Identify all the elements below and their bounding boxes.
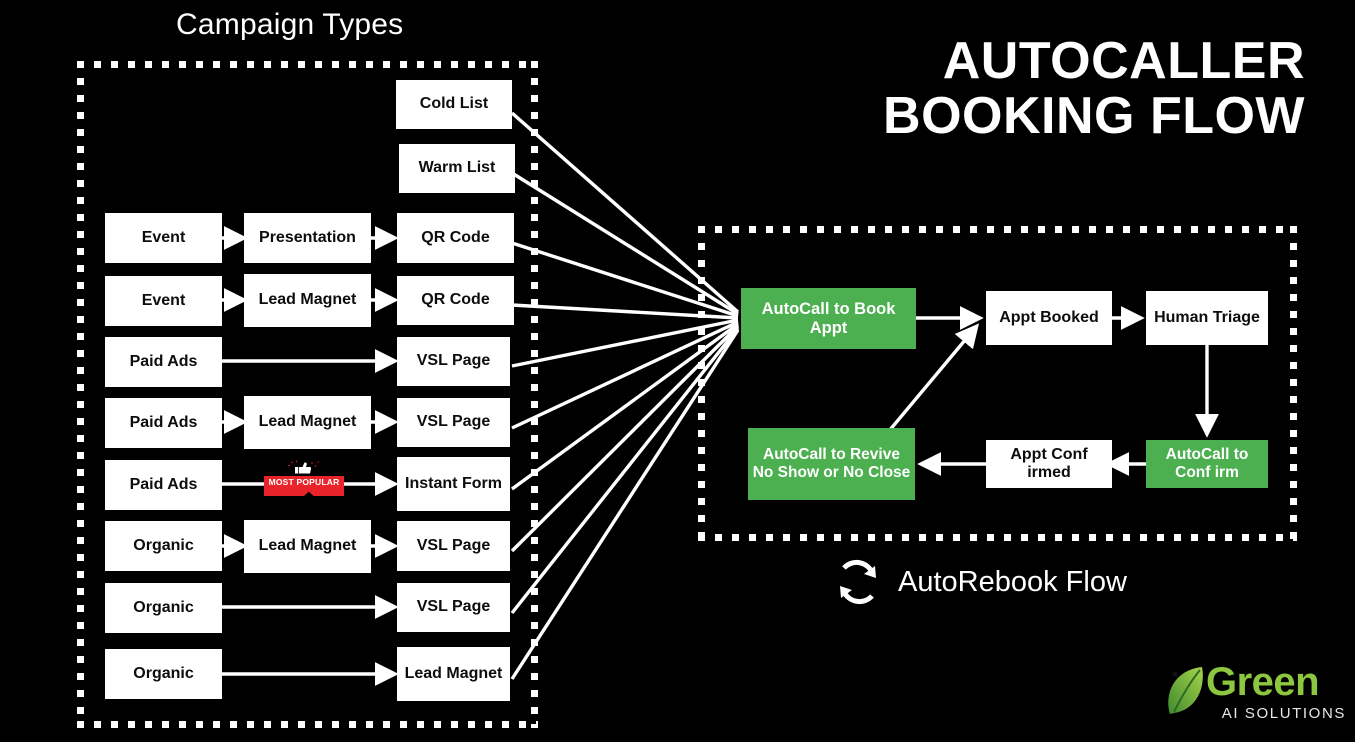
node-dest-qr-code-2[interactable]: QR Code bbox=[397, 276, 514, 325]
node-source-event-2[interactable]: Event bbox=[105, 276, 222, 326]
node-human-triage[interactable]: Human Triage bbox=[1146, 291, 1268, 345]
node-dest-warm-list[interactable]: Warm List bbox=[399, 144, 515, 193]
node-dest-cold-list[interactable]: Cold List bbox=[396, 80, 512, 129]
node-middle-lead-magnet-3[interactable]: Lead Magnet bbox=[244, 520, 371, 573]
page-title: AUTOCALLER BOOKING FLOW bbox=[883, 34, 1305, 143]
node-source-paid-ads-2[interactable]: Paid Ads bbox=[105, 398, 222, 448]
logo-tagline: AI SOLUTIONS bbox=[1221, 705, 1346, 722]
dashed-edge-bottom bbox=[698, 534, 1297, 541]
node-dest-instant-form[interactable]: Instant Form bbox=[397, 457, 510, 511]
badge-label: MOST POPULAR bbox=[268, 477, 340, 487]
title-line-1: AUTOCALLER bbox=[942, 32, 1305, 90]
node-dest-vsl-page-2[interactable]: VSL Page bbox=[397, 398, 510, 447]
dashed-edge-top bbox=[77, 61, 538, 68]
refresh-cycle-icon bbox=[840, 559, 876, 605]
node-source-organic-2[interactable]: Organic bbox=[105, 583, 222, 633]
node-autocall-confirm[interactable]: AutoCall to Conf irm bbox=[1146, 440, 1268, 488]
dashed-edge-top bbox=[698, 226, 1297, 233]
campaign-types-title: Campaign Types bbox=[176, 8, 404, 41]
autorebook-flow-label: AutoRebook Flow bbox=[898, 565, 1127, 598]
igreen-logo: Green AI SOLUTIONS bbox=[1162, 662, 1348, 734]
leaf-icon bbox=[1168, 667, 1203, 714]
node-middle-lead-magnet-1[interactable]: Lead Magnet bbox=[244, 274, 371, 327]
thumbs-up-icon bbox=[288, 460, 319, 474]
dashed-edge-right bbox=[1290, 226, 1297, 541]
node-dest-qr-code-1[interactable]: QR Code bbox=[397, 213, 514, 263]
dashed-edge-left bbox=[77, 61, 84, 728]
badge-ribbon bbox=[264, 476, 344, 496]
node-dest-vsl-page-3[interactable]: VSL Page bbox=[397, 521, 510, 571]
dashed-edge-right bbox=[531, 61, 538, 728]
dashed-edge-left bbox=[698, 226, 705, 541]
node-appt-booked[interactable]: Appt Booked bbox=[986, 291, 1112, 345]
logo-wordmark: Green bbox=[1206, 660, 1320, 704]
node-source-organic-3[interactable]: Organic bbox=[105, 649, 222, 699]
node-dest-vsl-page-1[interactable]: VSL Page bbox=[397, 337, 510, 386]
node-source-paid-ads-3[interactable]: Paid Ads bbox=[105, 460, 222, 510]
node-source-paid-ads-1[interactable]: Paid Ads bbox=[105, 337, 222, 387]
node-middle-presentation[interactable]: Presentation bbox=[244, 213, 371, 263]
most-popular-badge: MOST POPULAR bbox=[264, 455, 344, 503]
node-source-event-1[interactable]: Event bbox=[105, 213, 222, 263]
node-autocall-book-appt[interactable]: AutoCall to Book Appt bbox=[741, 288, 916, 349]
autorebook-flow-row: AutoRebook Flow bbox=[832, 558, 1127, 606]
node-autocall-revive[interactable]: AutoCall to Revive No Show or No Close bbox=[748, 428, 915, 500]
dashed-edge-bottom bbox=[77, 721, 538, 728]
node-appt-confirmed[interactable]: Appt Conf irmed bbox=[986, 440, 1112, 488]
title-line-2: BOOKING FLOW bbox=[883, 86, 1305, 145]
node-source-organic-1[interactable]: Organic bbox=[105, 521, 222, 571]
node-dest-lead-magnet[interactable]: Lead Magnet bbox=[397, 647, 510, 701]
node-middle-lead-magnet-2[interactable]: Lead Magnet bbox=[244, 396, 371, 449]
node-dest-vsl-page-4[interactable]: VSL Page bbox=[397, 583, 510, 632]
